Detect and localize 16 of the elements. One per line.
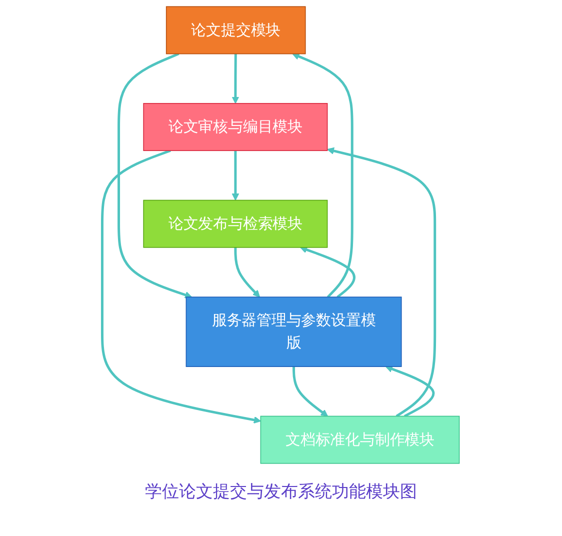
arrow — [292, 366, 328, 417]
arrow — [386, 365, 435, 418]
node-box: 论文提交模块 — [166, 6, 306, 54]
arrow — [232, 54, 240, 104]
arrow — [300, 246, 356, 298]
arrow — [327, 147, 436, 418]
node-box: 文档标准化与制作模块 — [260, 416, 460, 464]
arrow — [118, 52, 192, 298]
node-box: 服务器管理与参数设置模版 — [186, 296, 402, 367]
node-box: 论文审核与编目模块 — [143, 103, 328, 152]
arrow — [292, 52, 354, 298]
caption: 学位论文提交与发布系统功能模块图 — [145, 481, 417, 503]
arrow — [101, 149, 262, 424]
arrow — [232, 150, 240, 201]
node-box: 论文发布与检索模块 — [143, 200, 328, 248]
arrow — [234, 247, 260, 298]
